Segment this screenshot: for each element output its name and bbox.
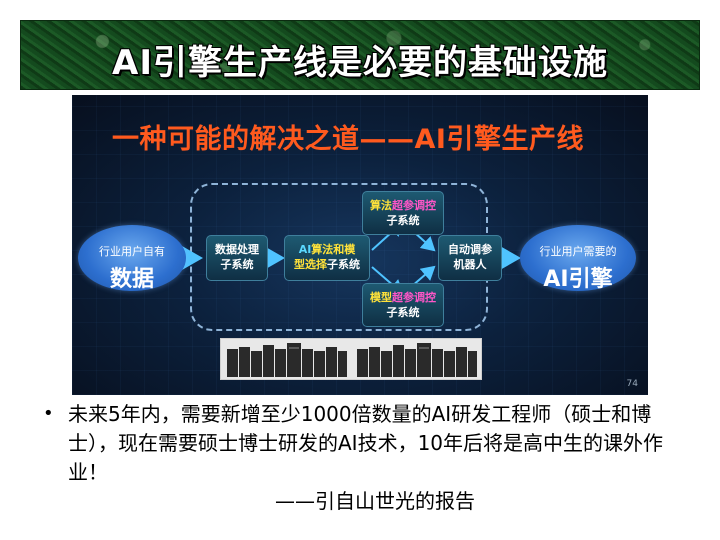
server-racks-graphic xyxy=(227,343,477,377)
output-label: AI引擎 xyxy=(543,267,613,292)
node-model-hyperparam: 模型超参调控 子系统 xyxy=(362,283,444,327)
page-title: AI引擎生产线是必要的基础设施 xyxy=(112,43,608,83)
input-data-label: 数据 xyxy=(109,267,154,292)
input-data-ellipse: 行业用户自有 数据 xyxy=(78,225,186,292)
node-algo-hyperparam: 算法超参调控 子系统 xyxy=(362,191,444,235)
server-racks-image xyxy=(220,338,482,380)
output-caption: 行业用户需要的 xyxy=(539,245,617,258)
title-banner: AI引擎生产线是必要的基础设施 xyxy=(20,20,700,90)
node-data-processing: 数据处理 子系统 xyxy=(206,235,268,281)
output-ai-engine-ellipse: 行业用户需要的 AI引擎 xyxy=(520,225,636,292)
slide-page-number: 74 xyxy=(626,379,638,389)
citation-text: ——引自山世光的报告 xyxy=(275,489,475,513)
node-ai-model-selection: AI算法和模 型选择子系统 xyxy=(284,235,370,281)
bullet-paragraph: 未来5年内，需要新增至少1000倍数量的AI研发工程师（硕士和博士），现在需要硕… xyxy=(68,402,664,484)
node-auto-tuning-robot: 自动调参 机器人 xyxy=(438,235,502,281)
slide-image: 一种可能的解决之道——AI引擎生产线 行业用户自有 数据 数据处理 子系统 AI… xyxy=(72,95,648,395)
slide-title: 一种可能的解决之道——AI引擎生产线 xyxy=(112,124,584,155)
input-data-caption: 行业用户自有 xyxy=(99,245,165,258)
bullet-marker: • xyxy=(43,403,54,424)
